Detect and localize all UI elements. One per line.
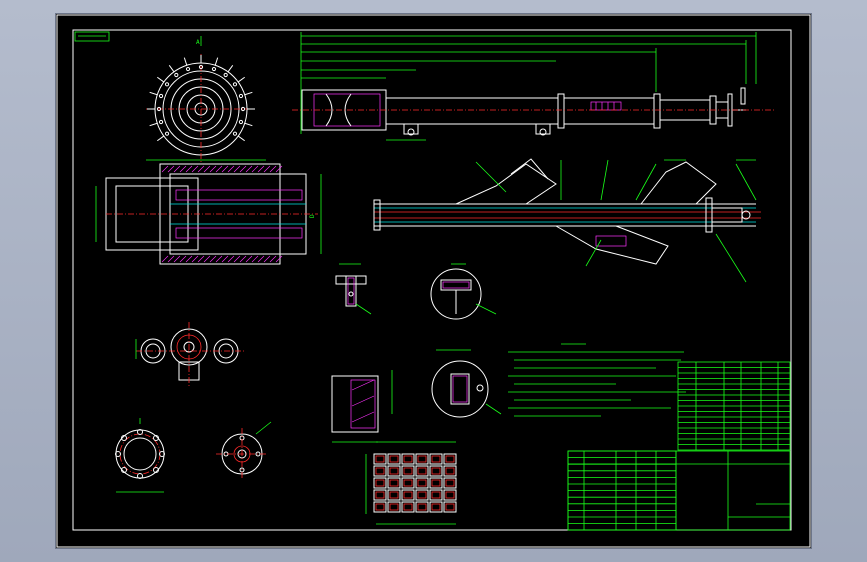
svg-text:D: D (309, 214, 316, 218)
top-elevation-view (292, 32, 776, 141)
technical-requirements (508, 343, 686, 417)
detail-i (335, 263, 372, 315)
drawing-frame (72, 29, 792, 531)
drawing-sheet: A (56, 14, 811, 548)
tube-arrangement-view (365, 441, 457, 525)
parts-list (567, 361, 791, 531)
detail-ii (430, 263, 497, 320)
drawing-code-box (74, 31, 110, 42)
small-flange-a (115, 418, 165, 493)
sheet-border (56, 14, 811, 548)
title-block (567, 450, 791, 531)
longitudinal-section-right (373, 158, 761, 283)
small-flange-b (216, 421, 272, 480)
detail-iv (431, 349, 502, 418)
detail-iii (331, 370, 393, 443)
longitudinal-section-left: D (95, 159, 322, 265)
bracket-view (135, 322, 246, 386)
drawing-canvas: A (56, 14, 811, 548)
flange-end-view: A (146, 36, 256, 164)
svg-text:A: A (196, 39, 200, 46)
